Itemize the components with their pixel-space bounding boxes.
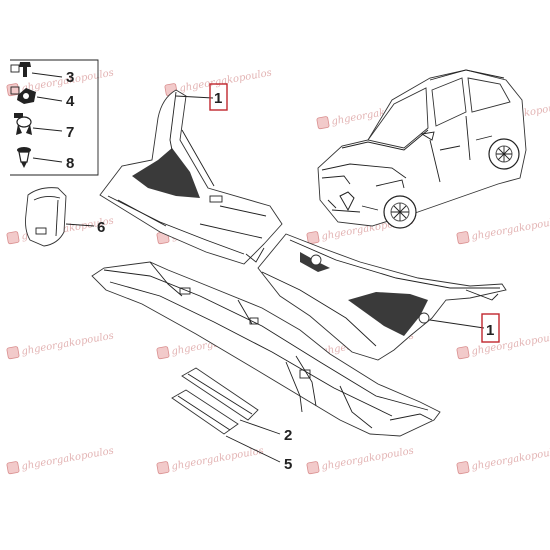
watermark-logo-icon	[456, 346, 470, 360]
watermark-text: ghgeorgakopoulos	[171, 446, 265, 473]
watermark: ghgeorgakopoulos	[6, 331, 115, 360]
fastener-legend: 3 4 7 8	[10, 59, 99, 176]
part-label-7: 7	[66, 124, 74, 141]
car-rear-window	[467, 77, 511, 113]
part-label-3: 3	[66, 69, 74, 86]
leader-8	[32, 157, 63, 163]
part-label-5: 5	[284, 456, 292, 473]
watermark-text: ghgeorgakopoulos	[179, 68, 273, 95]
leader-6	[65, 223, 95, 227]
watermark: ghgeorgakopoulos	[456, 446, 550, 475]
watermark-logo-icon	[156, 461, 170, 475]
car-illustration	[317, 69, 527, 229]
part-5-foam-strip	[171, 389, 239, 435]
right-panel-mesh	[348, 292, 428, 336]
screw-icon	[19, 62, 31, 77]
leader-3	[31, 72, 63, 78]
push-pin-icon	[17, 147, 31, 168]
watermark-logo-icon	[6, 346, 20, 360]
watermark: ghgeorgakopoulos	[306, 446, 415, 475]
part-2-seal-strip	[181, 367, 259, 421]
nut-icon	[17, 88, 36, 104]
ghost-clip-icon	[10, 86, 20, 95]
part-label-6: 6	[97, 219, 105, 236]
foam-strip-5	[171, 389, 239, 435]
underbody-panel	[91, 261, 441, 437]
car-windshield	[367, 87, 429, 149]
part-1-highlight-box	[481, 313, 500, 343]
watermark: ghgeorgakopoulos	[456, 331, 550, 360]
watermark-logo-icon	[456, 461, 470, 475]
part-label-4: 4	[66, 93, 75, 110]
part-label-1-left: 1	[214, 90, 222, 107]
leader-4	[36, 96, 63, 102]
part-6-bracket: 6	[25, 187, 105, 247]
watermark-logo-icon	[316, 116, 330, 130]
leader-7	[32, 127, 63, 132]
leader-2	[239, 419, 281, 435]
watermark-logo-icon	[456, 231, 470, 245]
part-1-left-cowl-panel	[99, 89, 283, 265]
ghost-clip-icon	[10, 64, 20, 73]
watermark-logo-icon	[6, 461, 20, 475]
part-label-8: 8	[66, 155, 74, 172]
watermark-logo-icon	[6, 231, 20, 245]
clip-icon	[14, 113, 32, 135]
leader-1-right	[429, 319, 485, 329]
part-label-1-right: 1	[486, 322, 494, 339]
watermark-text: ghgeorgakopoulos	[321, 446, 415, 473]
leader-5	[225, 435, 281, 463]
leader-1-left	[175, 95, 214, 99]
watermark: ghgeorgakopoulos	[156, 446, 265, 475]
watermark: ghgeorgakopoulos	[456, 216, 550, 245]
watermark-logo-icon	[306, 231, 320, 245]
car-side-window	[431, 77, 467, 127]
part-1-highlight-box	[209, 83, 228, 111]
watermark: ghgeorgakopoulos	[6, 446, 115, 475]
watermark-text: ghgeorgakopoulos	[471, 216, 550, 243]
watermark-text: ghgeorgakopoulos	[471, 446, 550, 473]
part-1-right-cowl-panel	[257, 233, 507, 361]
left-panel-mesh	[132, 148, 200, 198]
legend-bracket	[10, 59, 99, 176]
watermark-logo-icon	[306, 461, 320, 475]
watermark-text: ghgeorgakopoulos	[21, 446, 115, 473]
watermark-text: ghgeorgakopoulos	[21, 331, 115, 358]
part-label-2: 2	[284, 427, 292, 444]
watermark-logo-icon	[156, 346, 170, 360]
